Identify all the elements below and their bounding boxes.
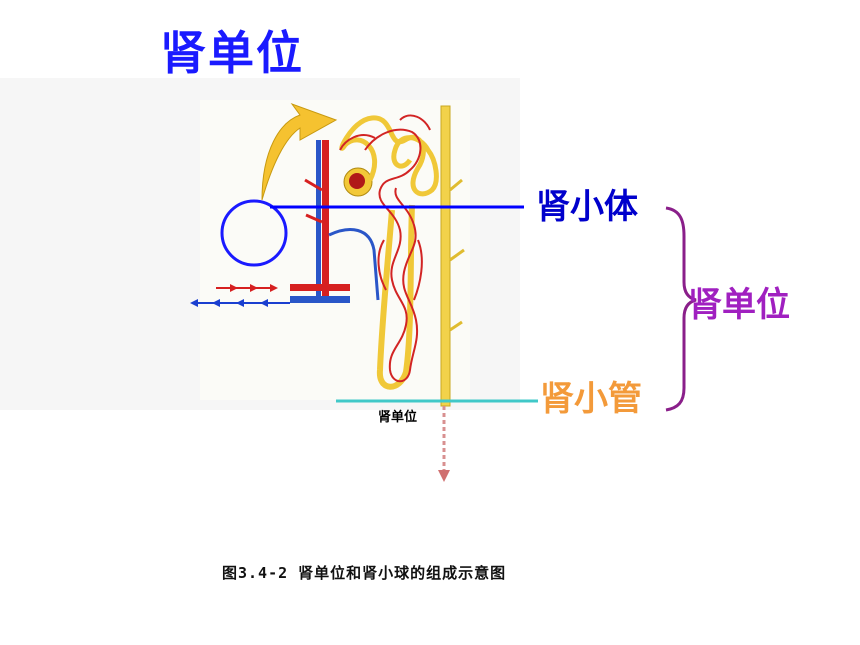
artery-vertical [322,140,329,300]
artery-horizontal [290,284,350,291]
collecting-duct [440,105,451,407]
figure-inner-label: 肾单位 [378,410,418,425]
image-panel [200,100,470,400]
urine-flow-arrow [438,406,450,482]
inflow-arrows [216,284,278,292]
renal-corpuscle-label: 肾小体 [536,187,638,227]
renal-tubule-label: 肾小管 [540,379,642,419]
artery-branches [304,178,323,224]
efferent-vessel [328,228,380,301]
page-title: 肾单位 [160,26,304,80]
glomerulus [349,173,365,189]
nephron-label: 肾单位 [688,285,790,325]
yellow-arrow-icon [261,102,338,201]
nephron-brace [665,206,697,412]
capillary-branches [339,114,431,301]
outflow-arrows [190,299,290,307]
collecting-duct-branches [449,178,465,332]
capillary-network [364,128,422,383]
loop-of-henle [376,204,415,390]
figure-caption: 图3.4-2 肾单位和肾小球的组成示意图 [222,564,507,582]
vein-horizontal [290,296,350,303]
corpuscle-highlight-circle [220,199,288,267]
proximal-tubule [339,115,439,197]
